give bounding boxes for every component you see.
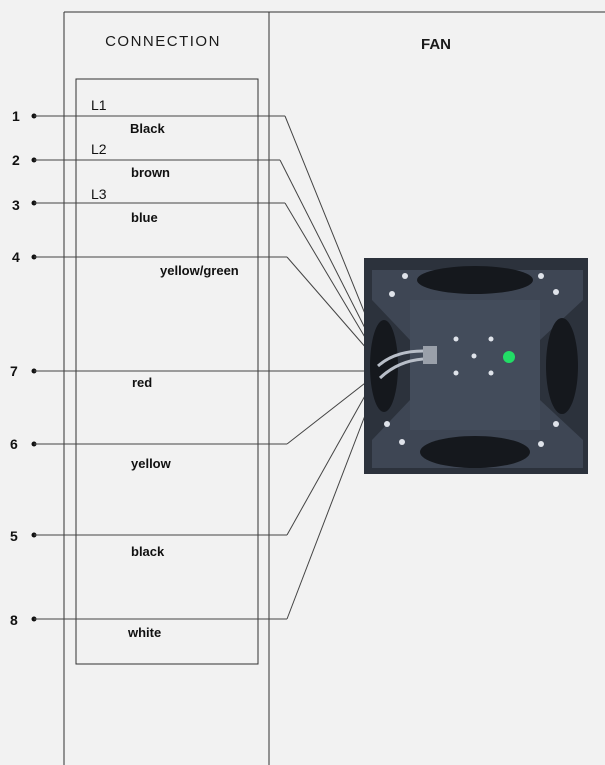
- fan-header: FAN: [421, 36, 451, 53]
- pin-number: 8: [10, 612, 18, 628]
- wire-color-label: white: [127, 625, 161, 640]
- pin-row-3: 3 L3 blue: [12, 186, 158, 225]
- horizontal-wires: [34, 115, 365, 620]
- wire-color-label: yellow: [131, 456, 172, 471]
- pin-row-8: 8 white: [10, 612, 161, 640]
- wire-color-label: Black: [130, 121, 165, 136]
- wire-color-label: brown: [131, 165, 170, 180]
- pin-number: 4: [12, 249, 20, 265]
- pin-number: 2: [12, 152, 20, 168]
- wire-color-label: black: [131, 544, 165, 559]
- wire-color-label: red: [132, 375, 152, 390]
- wire-code: L3: [91, 186, 107, 202]
- pin-row-5: 5 black: [10, 528, 165, 559]
- wire-color-label: yellow/green: [160, 263, 239, 278]
- led-indicator: [503, 351, 515, 363]
- wire-code: L2: [91, 141, 107, 157]
- pin-number: 7: [10, 363, 18, 379]
- pin-number: 1: [12, 108, 20, 124]
- pin-row-6: 6 yellow: [10, 436, 172, 471]
- connection-header: CONNECTION: [105, 33, 221, 50]
- pin-number: 5: [10, 528, 18, 544]
- pin-row-7: 7 red: [10, 363, 152, 390]
- fan-image: [364, 258, 588, 474]
- table-frame: [63, 11, 605, 765]
- pin-row-2: 2 L2 brown: [12, 141, 170, 180]
- pin-number: 3: [12, 197, 20, 213]
- wire-color-label: blue: [131, 210, 158, 225]
- pin-row-4: 4 yellow/green: [12, 249, 239, 278]
- diagonal-wires: [279, 115, 375, 620]
- wire-code: L1: [91, 97, 107, 113]
- pin-row-1: 1 L1 Black: [12, 97, 165, 136]
- pin-number: 6: [10, 436, 18, 452]
